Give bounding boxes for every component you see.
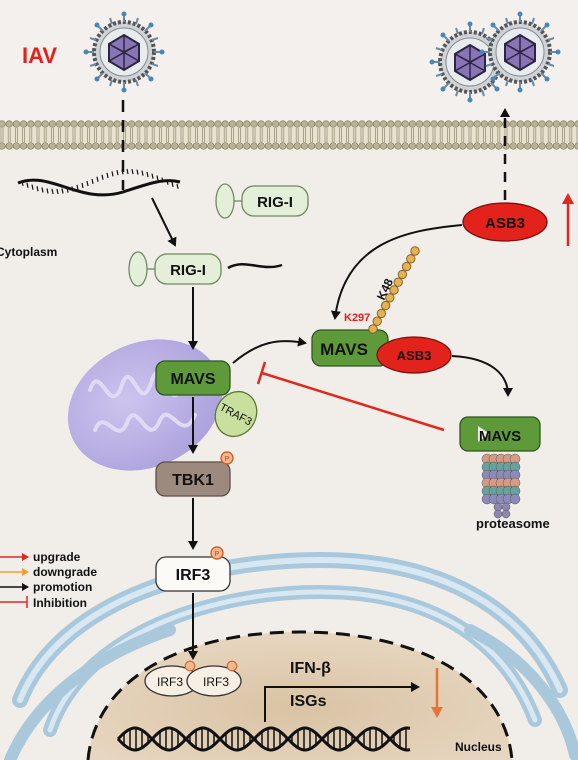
cell-membrane: [0, 120, 578, 150]
legend-upgrade-label: upgrade: [33, 550, 81, 564]
inhibition-line: [256, 361, 445, 432]
iav-label: IAV: [22, 43, 57, 68]
rna-to-rigi-arrow: [151, 197, 177, 247]
irf3-dimer-right-label: IRF3: [203, 675, 229, 689]
legend-inhibition-label: Inhibition: [33, 596, 87, 610]
tbk1-protein: TBK1 P: [155, 451, 234, 497]
irf3-phospho-label: P: [215, 551, 220, 558]
gene-ifnb-label: IFN-β: [290, 660, 331, 677]
tbk1-phospho-label: P: [225, 456, 230, 463]
nucleus-label: Nucleus: [455, 740, 502, 754]
budding-virus-icon-2: [477, 9, 563, 95]
mavs-proteasome-label: MAVS: [479, 428, 521, 445]
proteasome: MAVS: [459, 416, 541, 519]
mavs-complex-label: MAVS: [320, 340, 368, 359]
legend: upgrade downgrade promotion Inhibition: [0, 550, 97, 610]
irf3-label: IRF3: [176, 567, 211, 584]
gene-isgs-label: ISGs: [290, 693, 327, 710]
legend-promotion-label: promotion: [33, 580, 92, 594]
rigi-bound-label: RIG-I: [170, 262, 206, 279]
k297-site-label: K297: [344, 312, 370, 324]
cytoplasm-label: Cytoplasm: [0, 245, 57, 259]
dna-helix: [116, 726, 411, 752]
irf3-protein: IRF3 P: [155, 546, 231, 592]
traf3-protein: TRAF3: [214, 390, 258, 438]
mavs-label: MAVS: [170, 371, 215, 388]
tbk1-label: TBK1: [172, 472, 214, 489]
mavs-to-complex-arrow: [232, 336, 307, 364]
rigi-bound-protein: RIG-I: [128, 251, 283, 287]
irf3-dimer-left-label: IRF3: [157, 675, 183, 689]
endoplasmic-reticulum: [4, 551, 578, 760]
asb3-binds-mavs-arrow: [330, 224, 463, 320]
rigi-free-protein: RIG-I: [215, 183, 309, 219]
k48-ubiquitin-chain: [368, 246, 420, 334]
complex-to-proteasome-arrow: [451, 355, 513, 397]
asb3-complex-label: ASB3: [397, 348, 432, 363]
rigi-free-label: RIG-I: [257, 194, 293, 211]
irf3-dimer: IRF3 IRF3: [144, 660, 242, 697]
iav-virus-icon: [81, 9, 167, 95]
proteasome-label: proteasome: [476, 516, 550, 531]
transcription-arrow: [264, 682, 420, 722]
mavs-protein: MAVS: [155, 360, 231, 396]
mavs-asb3-complex: MAVS ASB3: [311, 329, 452, 374]
legend-downgrade-label: downgrade: [33, 565, 97, 579]
asb3-protein: ASB3: [462, 202, 548, 242]
asb3-label: ASB3: [485, 215, 525, 232]
